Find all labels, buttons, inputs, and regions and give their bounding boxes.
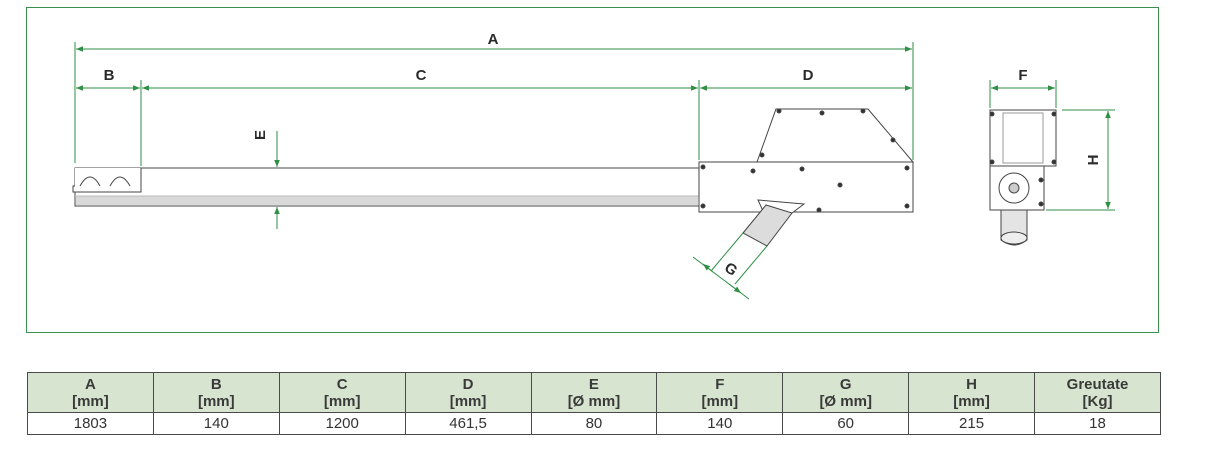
column-name: G — [839, 376, 852, 393]
cell-value-w: 18 — [1034, 412, 1161, 435]
table-header-row: A[mm]B[mm]C[mm]D[mm]E[Ø mm]F[mm]G[Ø mm]H… — [27, 372, 1161, 413]
cell-value-e: 80 — [530, 412, 658, 435]
column-header-c: C[mm] — [278, 372, 406, 413]
column-header-g: G[Ø mm] — [782, 372, 910, 413]
cell-value-d: 461,5 — [404, 412, 532, 435]
front-view — [989, 109, 1057, 246]
column-unit: [mm] — [323, 393, 361, 410]
column-unit: [Kg] — [1082, 393, 1113, 410]
dimension-f-label: F — [1018, 67, 1027, 84]
column-unit: [mm] — [449, 393, 487, 410]
cell-value-h: 215 — [908, 412, 1035, 435]
column-header-f: F[mm] — [656, 372, 784, 413]
auger-tube — [74, 167, 700, 207]
dimension-c-label: C — [416, 67, 427, 84]
dimension-d-label: D — [803, 67, 814, 84]
dimension-f — [989, 80, 1057, 108]
cell-value-b: 140 — [152, 412, 280, 435]
dimension-h — [1046, 109, 1115, 211]
column-unit: [Ø mm] — [567, 393, 621, 410]
dimension-g — [692, 232, 768, 300]
column-name: F — [715, 376, 725, 393]
dimension-e-label: E — [252, 130, 269, 140]
column-header-e: E[Ø mm] — [530, 372, 658, 413]
cell-value-a: 1803 — [27, 412, 154, 435]
dimension-b-label: B — [104, 67, 115, 84]
column-name: B — [210, 376, 222, 393]
dimension-g-label: G — [721, 259, 741, 280]
column-name: H — [966, 376, 977, 393]
column-unit: [mm] — [72, 393, 109, 410]
column-unit: [mm] — [953, 393, 990, 410]
column-header-d: D[mm] — [404, 372, 532, 413]
specifications-table: A[mm]B[mm]C[mm]D[mm]E[Ø mm]F[mm]G[Ø mm]H… — [27, 372, 1161, 435]
column-name: C — [336, 376, 348, 393]
inlet-spiral — [72, 168, 142, 193]
column-name: E — [588, 376, 599, 393]
column-header-b: B[mm] — [152, 372, 280, 413]
column-name: A — [85, 376, 96, 393]
column-unit: [mm] — [197, 393, 235, 410]
column-header-h: H[mm] — [908, 372, 1035, 413]
drawing-frame — [26, 7, 1159, 333]
column-name: D — [462, 376, 474, 393]
cell-value-g: 60 — [782, 412, 910, 435]
outlet-spout — [742, 199, 806, 247]
column-unit: [Ø mm] — [819, 393, 872, 410]
column-header-a: A[mm] — [27, 372, 154, 413]
dimension-bcd — [76, 80, 912, 166]
technical-drawing: A B C D E G — [72, 31, 1115, 300]
column-header-w: Greutate[Kg] — [1034, 372, 1161, 413]
dimension-h-label: H — [1085, 155, 1102, 166]
dimension-a-label: A — [488, 31, 499, 48]
dimension-a — [74, 42, 914, 163]
gear-housing — [698, 108, 915, 213]
column-unit: [mm] — [701, 393, 739, 410]
column-name: Greutate — [1066, 376, 1129, 393]
cell-value-c: 1200 — [278, 412, 406, 435]
cell-value-f: 140 — [656, 412, 784, 435]
